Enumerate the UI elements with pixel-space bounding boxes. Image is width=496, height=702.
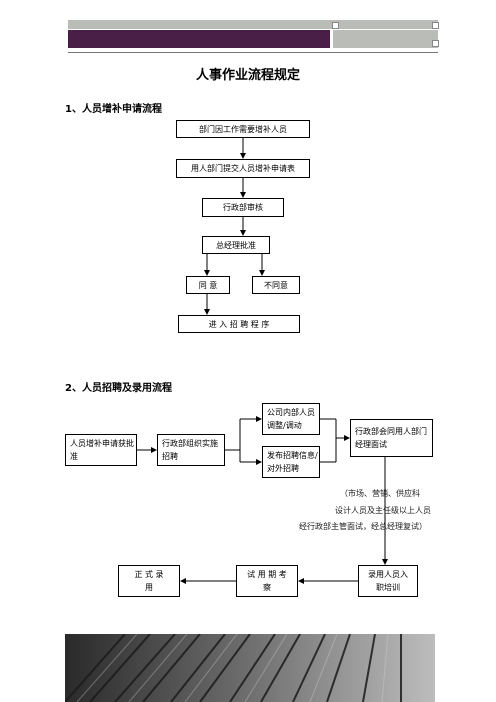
section2-heading: 2、人员招聘及录用流程 <box>65 383 172 394</box>
step-enter-recruitment: 进 入 招 聘 程 序 <box>178 315 300 333</box>
step-need-staff: 部门因工作需要增补人员 <box>176 120 310 138</box>
document-title: 人事作业流程规定 <box>195 68 300 83</box>
option-reject: 不同意 <box>252 276 300 294</box>
box-formal-hire: 正 式 录 用 <box>118 565 180 597</box>
footer-boardwalk-image <box>65 634 435 702</box>
box-onboarding-training: 录用人员入职培训 <box>358 565 418 597</box>
box-request-approved: 人员增补申请获批准 <box>65 434 137 466</box>
header-square-1 <box>332 22 339 29</box>
option-approve: 同 意 <box>186 276 230 294</box>
box-internal-transfer: 公司内部人员调整/调动 <box>262 403 320 435</box>
step-gm-approve: 总经理批准 <box>202 236 270 254</box>
box-organize-recruitment: 行政部组织实施招聘 <box>157 434 225 466</box>
header-square-2 <box>432 22 439 29</box>
note-line-3: 经行政部主管面试，经总经理复试） <box>299 522 427 531</box>
header-rule <box>68 52 438 53</box>
header-band-purple <box>68 30 330 48</box>
section1-heading: 1、人员增补申请流程 <box>65 104 162 115</box>
box-interview: 行政部会同用人部门经理面试 <box>350 419 433 457</box>
header-band-grey <box>333 30 438 48</box>
note-line-2: 设计人员及主任级以上人员 <box>335 506 431 515</box>
box-probation: 试 用 期 考 察 <box>236 565 298 597</box>
step-admin-review: 行政部审核 <box>202 198 284 217</box>
step-submit-form: 用人部门提交人员增补申请表 <box>176 159 310 178</box>
header-square-3 <box>432 40 439 47</box>
note-line-1: （市场、营销、供应科 <box>340 489 420 498</box>
header-band-top <box>68 20 438 29</box>
box-external-recruit: 发布招聘信息/对外招聘 <box>262 446 320 478</box>
